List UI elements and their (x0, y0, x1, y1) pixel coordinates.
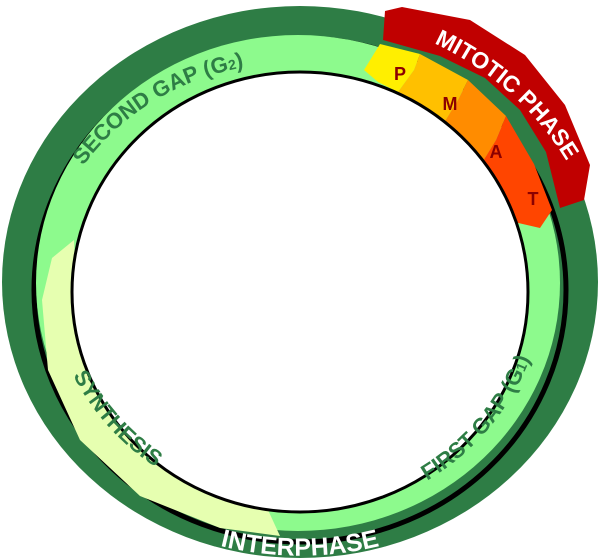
metaphase-letter: M (443, 94, 458, 114)
prophase-letter: P (394, 64, 406, 84)
prophase-segment (364, 44, 420, 92)
anaphase-letter: A (490, 142, 503, 162)
mitotic-band (383, 7, 590, 208)
inner-white-center (70, 70, 530, 514)
metaphase-segment (398, 54, 468, 126)
telophase-segment (480, 116, 552, 228)
anaphase-segment (442, 80, 506, 166)
telophase-letter: T (528, 189, 539, 209)
